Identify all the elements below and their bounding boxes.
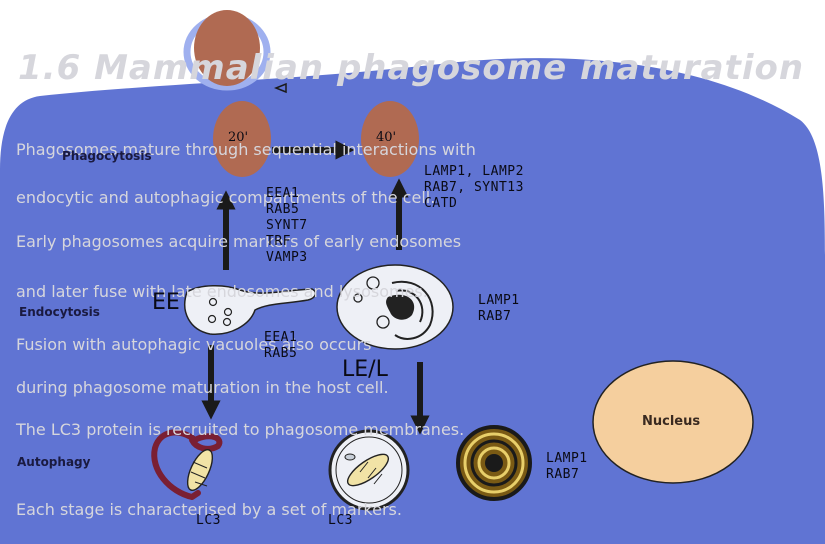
lc3-label-left: LC3 bbox=[196, 513, 221, 529]
marker-label: LAMP1 bbox=[546, 451, 588, 467]
nucleus-label: Nucleus bbox=[642, 414, 700, 429]
background-text-line: Fusion with autophagic vacuoles also occ… bbox=[16, 335, 372, 354]
marker-label: EEA1 bbox=[264, 330, 297, 346]
background-heading: 1.6 Mammalian phagosome maturation bbox=[18, 48, 804, 88]
marker-label: RAB5 bbox=[266, 202, 308, 218]
process-label-autophagy: Autophagy bbox=[17, 455, 90, 469]
late-endosome-lysosome-label: LE/L bbox=[342, 357, 388, 382]
process-label-endocytosis: Endocytosis bbox=[19, 305, 100, 319]
late-phagosome-time: 40' bbox=[376, 130, 396, 145]
background-text-line: Early phagosomes acquire markers of earl… bbox=[16, 232, 461, 251]
early-endosome-markers: EEA1 RAB5 bbox=[264, 330, 297, 362]
marker-label: RAB7 bbox=[546, 467, 588, 483]
early-phagosome-time: 20' bbox=[228, 130, 248, 145]
late-endosome-markers: LAMP1 RAB7 bbox=[478, 293, 520, 325]
background-text-line: The LC3 protein is recruited to phagosom… bbox=[16, 420, 464, 439]
early-endosome-label: EE bbox=[152, 290, 180, 315]
autolysosome-core bbox=[485, 454, 503, 472]
marker-label: SYNT7 bbox=[266, 218, 308, 234]
early-phagosome-markers: EEA1 RAB5 SYNT7 TRF VAMP3 bbox=[266, 186, 308, 266]
background-text-line: and later fuse with late endosomes and l… bbox=[16, 282, 428, 301]
marker-label: RAB7, SYNT13 bbox=[424, 180, 524, 196]
background-text-line: endocytic and autophagic compartments of… bbox=[16, 188, 435, 207]
marker-label: LAMP1, LAMP2 bbox=[424, 164, 524, 180]
marker-label: RAB7 bbox=[478, 309, 520, 325]
autolysosome-markers: LAMP1 RAB7 bbox=[546, 451, 588, 483]
marker-label: CATD bbox=[424, 196, 524, 212]
lc3-label-right: LC3 bbox=[328, 513, 353, 529]
marker-label: LAMP1 bbox=[478, 293, 520, 309]
late-phagosome-markers: LAMP1, LAMP2 RAB7, SYNT13 CATD bbox=[424, 164, 524, 212]
process-label-phagocytosis: Phagocytosis bbox=[62, 149, 152, 163]
small-vesicle bbox=[345, 454, 355, 460]
marker-label: TRF bbox=[266, 234, 308, 250]
marker-label: EEA1 bbox=[266, 186, 308, 202]
marker-label: RAB5 bbox=[264, 346, 297, 362]
background-text-line: during phagosome maturation in the host … bbox=[16, 378, 389, 397]
marker-label: VAMP3 bbox=[266, 250, 308, 266]
